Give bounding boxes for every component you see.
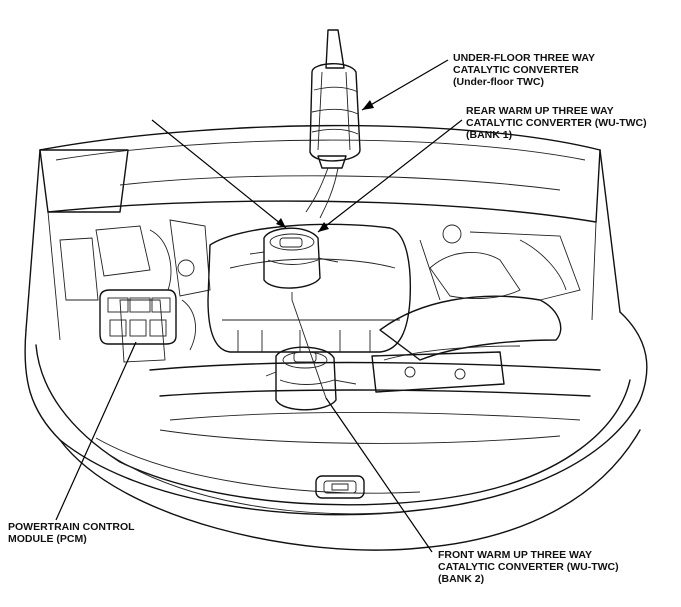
leader-left-pointer: [151, 119, 287, 229]
label-rear-wu-twc-line1: REAR WARM UP THREE WAY: [466, 105, 614, 117]
label-front-wu-twc-line3: (BANK 2): [438, 573, 485, 585]
label-rear-wu-twc: REAR WARM UP THREE WAY CATALYTIC CONVERT…: [466, 105, 647, 141]
label-front-wu-twc-line1: FRONT WARM UP THREE WAY: [438, 549, 593, 561]
leader-rear-wu-twc: [317, 119, 463, 233]
label-rear-wu-twc-line2: CATALYTIC CONVERTER (WU-TWC): [466, 117, 647, 129]
rear-wu-twc: [249, 227, 339, 300]
under-floor-twc: [305, 29, 361, 219]
engine-cover: [207, 223, 412, 353]
vehicle-body: [24, 149, 648, 551]
label-under-floor-twc: UNDER-FLOOR THREE WAY CATALYTIC CONVERTE…: [453, 52, 595, 88]
grille-emblem: [315, 475, 365, 499]
leader-lines: [55, 59, 463, 553]
left-engine-components: [59, 219, 211, 363]
leader-arrows: [276, 100, 374, 232]
leader-front-wu-twc: [325, 397, 433, 553]
leader-pcm: [55, 341, 137, 521]
label-pcm: POWERTRAIN CONTROL MODULE (PCM): [8, 521, 135, 545]
label-rear-wu-twc-line3: (BANK 1): [466, 129, 513, 141]
label-under-floor-line2: CATALYTIC CONVERTER: [453, 64, 579, 76]
label-pcm-line1: POWERTRAIN CONTROL: [8, 521, 135, 533]
pcm-unit: [99, 289, 177, 345]
right-engine-components: [371, 224, 581, 393]
label-under-floor-line1: UNDER-FLOOR THREE WAY: [453, 52, 595, 64]
label-pcm-line2: MODULE (PCM): [8, 533, 87, 545]
label-front-wu-twc: FRONT WARM UP THREE WAY CATALYTIC CONVER…: [438, 549, 619, 585]
hood: [39, 124, 601, 223]
radiator-support: [149, 361, 601, 444]
label-front-wu-twc-line2: CATALYTIC CONVERTER (WU-TWC): [438, 561, 619, 573]
label-under-floor-line3: (Under-floor TWC): [453, 76, 544, 88]
front-wu-twc: [265, 346, 357, 411]
leader-under-floor: [361, 59, 449, 111]
